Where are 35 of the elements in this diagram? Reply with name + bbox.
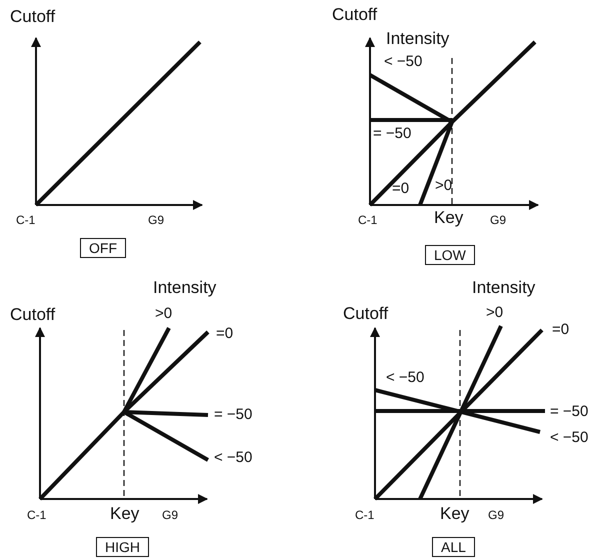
axis-label: Cutoff	[10, 306, 56, 323]
curve-label: = −50	[214, 407, 252, 422]
tick-label: G9	[488, 509, 504, 521]
curve-label: >0	[435, 178, 452, 193]
curve-label: = −50	[373, 126, 412, 141]
curve-label: >0	[486, 305, 504, 320]
axis-label: Key	[440, 505, 470, 522]
curve-label: = −50	[550, 404, 588, 419]
curve-label: < −50	[386, 370, 424, 385]
axis-label: Key	[110, 505, 140, 522]
curve-label: < −50	[214, 450, 252, 465]
tick-label: G9	[148, 214, 164, 226]
axis-label: Cutoff	[332, 6, 378, 23]
curve-group-label: Intensity	[472, 279, 536, 296]
curve-group-label: Intensity	[153, 279, 216, 296]
tick-label: G9	[490, 214, 506, 226]
axis-label: Cutoff	[343, 305, 388, 322]
curve-label: < −50	[384, 54, 422, 69]
mode-label: ALL	[432, 537, 475, 557]
axis-label: Cutoff	[10, 8, 56, 25]
curve-group-label: Intensity	[386, 30, 450, 47]
curve-label: =0	[392, 181, 410, 196]
curve-label: < −50	[550, 430, 588, 445]
mode-label: LOW	[425, 245, 475, 265]
tick-label: G9	[162, 509, 178, 521]
tick-label: C-1	[27, 509, 46, 521]
curve-label: =0	[216, 326, 234, 341]
tick-label: C-1	[355, 509, 374, 521]
tick-label: C-1	[358, 214, 378, 226]
mode-label: OFF	[80, 238, 126, 258]
mode-label: HIGH	[96, 537, 149, 557]
curve-label: =0	[552, 322, 570, 337]
axis-label: Key	[434, 209, 464, 226]
curve-label: >0	[155, 306, 172, 321]
tick-label: C-1	[16, 214, 36, 226]
